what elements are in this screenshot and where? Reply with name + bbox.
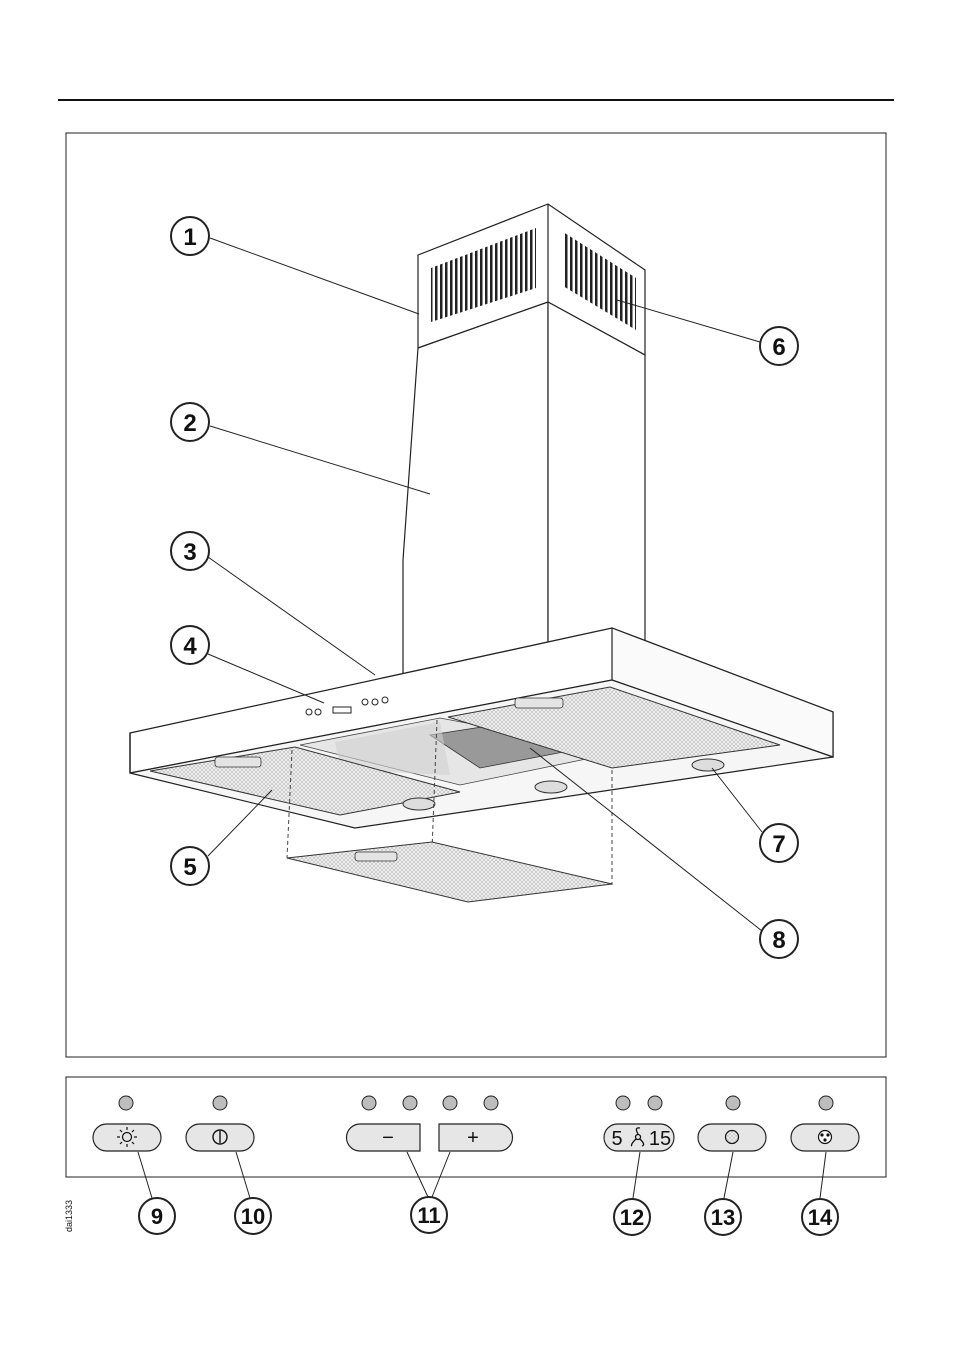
svg-text:2: 2	[183, 410, 196, 437]
callout-5: 5	[171, 847, 209, 885]
grease-filter-button[interactable]	[698, 1124, 766, 1151]
panel-leader-lines	[138, 1152, 826, 1198]
callout-2: 2	[171, 403, 209, 441]
callout-6: 6	[760, 327, 798, 365]
svg-text:3: 3	[183, 539, 196, 566]
led-charcoal-filter	[819, 1096, 833, 1110]
led-level-1	[362, 1096, 376, 1110]
svg-text:4: 4	[183, 633, 197, 660]
callout-14: 14	[802, 1199, 838, 1235]
svg-text:11: 11	[417, 1203, 440, 1228]
callout-12: 12	[614, 1199, 650, 1235]
led-level-2	[403, 1096, 417, 1110]
callout-13: 13	[705, 1199, 741, 1235]
svg-text:+: +	[467, 1127, 479, 1149]
svg-text:13: 13	[711, 1205, 735, 1230]
led-grease-filter	[726, 1096, 740, 1110]
lamp-right	[692, 759, 724, 771]
led-timer-15	[648, 1096, 662, 1110]
timer-button[interactable]: 5 15	[604, 1124, 674, 1151]
svg-text:9: 9	[151, 1204, 163, 1229]
minus-button[interactable]: −	[347, 1124, 421, 1151]
svg-text:−: −	[382, 1127, 394, 1149]
charcoal-filter-button[interactable]	[791, 1124, 859, 1151]
plus-button[interactable]: +	[439, 1124, 513, 1151]
led-timer-5	[616, 1096, 630, 1110]
svg-text:15: 15	[649, 1128, 671, 1150]
callout-10: 10	[235, 1198, 271, 1234]
led-level-4	[484, 1096, 498, 1110]
callout-7: 7	[760, 824, 798, 862]
svg-text:7: 7	[772, 831, 785, 858]
svg-text:10: 10	[241, 1204, 265, 1229]
svg-text:8: 8	[772, 927, 785, 954]
lamp-middle	[535, 781, 567, 793]
lamp-left	[403, 798, 435, 810]
charcoal-filter-icon	[819, 1131, 832, 1144]
callout-3: 3	[171, 532, 209, 570]
callout-1: 1	[171, 217, 209, 255]
svg-text:5: 5	[183, 854, 196, 881]
svg-text:12: 12	[620, 1205, 644, 1230]
power-button[interactable]	[186, 1124, 254, 1151]
svg-text:6: 6	[772, 334, 785, 361]
callout-11: 11	[411, 1197, 447, 1233]
indicator-leds	[119, 1096, 833, 1110]
callout-8: 8	[760, 920, 798, 958]
light-button[interactable]	[93, 1124, 161, 1151]
grease-filter-icon	[726, 1131, 739, 1144]
drawing-code: dai1333	[64, 1200, 74, 1232]
svg-text:5: 5	[611, 1128, 622, 1150]
led-light	[119, 1096, 133, 1110]
callout-4: 4	[171, 626, 209, 664]
svg-text:14: 14	[808, 1205, 833, 1230]
led-level-3	[443, 1096, 457, 1110]
callout-9: 9	[139, 1198, 175, 1234]
chimney-lower	[403, 302, 645, 678]
led-power	[213, 1096, 227, 1110]
svg-text:1: 1	[183, 224, 196, 251]
